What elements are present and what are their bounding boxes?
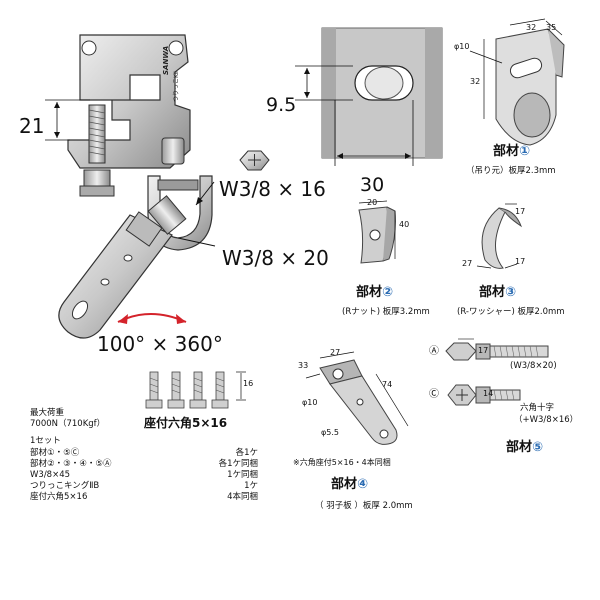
part4-svg [305,351,409,445]
part4-name: 部材④ [331,477,369,492]
dim-21-label: 21 [19,114,45,138]
part2-svg [358,200,396,264]
part5-name: 部材⑤ [506,440,544,455]
spec-row-item: W3/8×45 [30,470,71,481]
part3-dim-17-top: 17 [515,207,526,216]
part3-note: (R-ワッシャー) 板厚2.0mm [457,307,565,317]
part1-dim-phi10: φ10 [454,42,470,51]
part2-note: (Rナット) 板厚3.2mm [342,307,430,317]
spec-row: つりっこキングⅡB 1ケ [30,481,258,492]
bolt-label-w38x16: W3/8 × 16 [219,177,326,201]
part2-dim-40: 40 [399,220,410,229]
part4-dim-phi10: φ10 [302,398,318,407]
part2-drawing: 20 40 [345,195,415,275]
spec-load-value: 7000N（710Kgf） [30,419,106,430]
spec-row-qty: 各1ケ同梱 [218,458,258,469]
part3-dim-17-bottom: 17 [515,257,526,266]
part5-svg [445,338,549,406]
part2-number: ② [382,285,394,300]
main-assembly: SANWA つりっこKⅡ [0,0,330,370]
part1-dim-9-5: 9.5 [266,94,297,116]
spec-row: 座付六角5×16 4本同梱 [30,492,258,503]
spec-row-item: つりっこキングⅡB [30,481,100,492]
part3-number: ③ [505,285,517,300]
part1-dim-32-top: 32 [526,23,537,32]
part5-mark-c: Ⓒ [429,389,439,400]
spec-row-qty: 1ケ同梱 [227,470,258,481]
part5-drawing: Ⓐ 17 (W3/8×20) Ⓒ 14 六角十字 （+W3/8×16） [428,335,598,435]
part3-name: 部材③ [479,285,517,300]
screws-svg [145,371,246,409]
part2-dim-20: 20 [367,198,378,207]
product-stamp: つりっこKⅡ [173,71,180,102]
part3-dim-27: 27 [462,259,473,268]
part1-dim-30: 30 [360,174,385,196]
main-assembly-drawing: SANWA つりっこKⅡ [45,34,270,339]
screws-label: 座付六角5×16 [144,416,228,430]
part3-svg [476,203,523,269]
spec-row-qty: 4本同梱 [227,492,258,503]
rotation-label: 100° × 360° [97,332,223,356]
spec-block: 最大荷重 7000N（710Kgf） 1セット 部材①・⑤Ⓒ 各1ケ 部材②・③・… [30,408,258,504]
screws-dim-16: 16 [243,379,254,388]
bolt-label-w38x20: W3/8 × 20 [222,246,329,270]
part2-name: 部材② [356,285,394,300]
part5-number: ⑤ [532,440,544,455]
part5-dim-17: 17 [478,346,489,355]
spec-row: 部材①・⑤Ⓒ 各1ケ [30,448,258,459]
part1-dim-32-side: 32 [470,77,481,86]
part3-drawing: 17 27 17 [455,198,545,278]
spec-set-title: 1セット [30,436,61,447]
part1-dim-35: 35 [546,23,557,32]
part1-number: ① [519,144,531,159]
spec-row-item: 部材①・⑤Ⓒ [30,447,80,458]
part4-note: （ 羽子板 ）板厚 2.0mm [315,501,413,511]
spec-row-qty: 各1ケ [235,447,258,458]
spec-row-item: 部材②・③・④・⑤Ⓐ [30,458,112,469]
part5-mark-a: Ⓐ [429,346,439,357]
part4-dim-33: 33 [298,361,309,370]
part4-footnote: ※六角座付5×16・4本同梱 [293,458,391,467]
part1-front-drawing [295,27,443,166]
spec-row: W3/8×45 1ケ同梱 [30,470,258,481]
part4-dim-27: 27 [330,348,341,357]
part1-note: （吊り元）板厚2.3mm [466,166,556,176]
part4-drawing: 33 27 74 φ10 φ5.5 [290,340,425,455]
spec-row-qty: 1ケ [244,481,258,492]
part5-label-a: (W3/8×20) [510,361,557,371]
part4-dim-74: 74 [382,380,393,389]
spec-load-title: 最大荷重 [30,408,65,418]
part1-front-view: 9.5 30 [266,18,450,195]
part5-dim-14: 14 [483,389,494,398]
spec-row: 部材②・③・④・⑤Ⓐ 各1ケ同梱 [30,459,258,470]
part1-name: 部材① [493,144,531,159]
brand-stamp: SANWA [162,46,170,75]
part4-dim-phi5-5: φ5.5 [321,428,339,437]
part1-iso-view: φ10 32 35 32 [450,15,600,155]
part1-iso-drawing [469,18,565,146]
spec-row-item: 座付六角5×16 [30,492,88,503]
part5-label-c2: （+W3/8×16） [514,415,579,425]
part4-number: ④ [357,477,369,492]
screws-drawing: 16 [140,364,260,416]
part5-label-c1: 六角十字 [520,403,555,413]
